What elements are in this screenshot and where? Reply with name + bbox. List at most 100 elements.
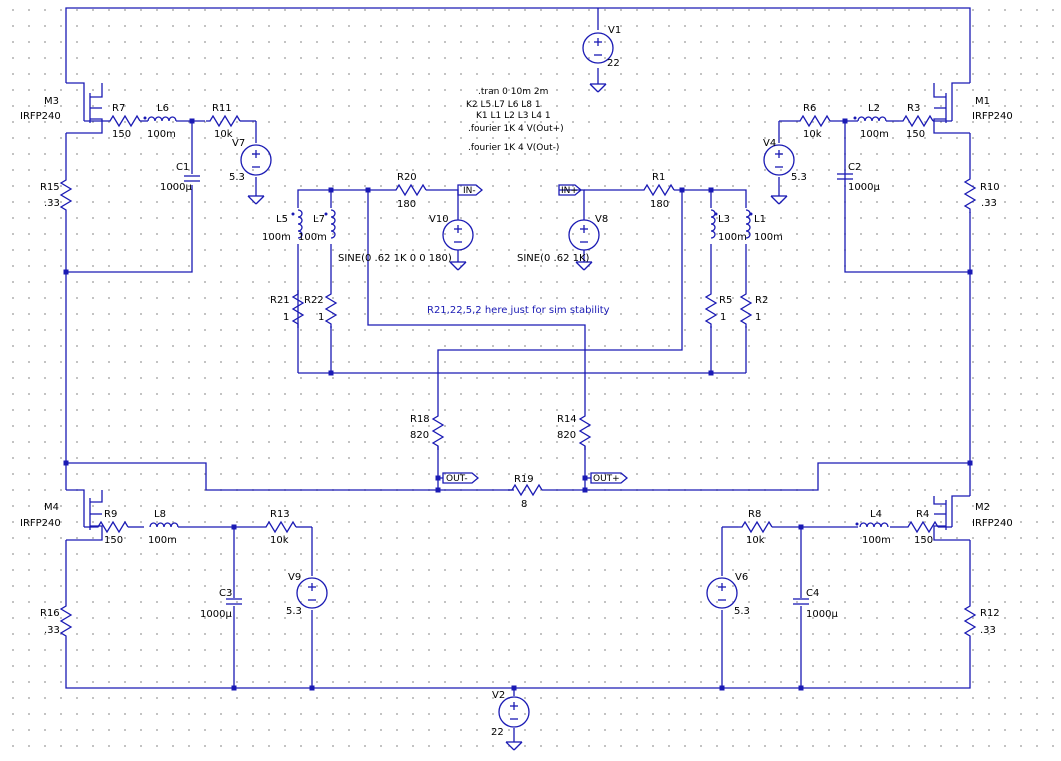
svg-text:820: 820 [557, 430, 576, 441]
V8-name: V8 [595, 214, 608, 225]
M2-name: M2 [975, 502, 990, 513]
V6[interactable]: V6 5.3 [706, 572, 750, 617]
svg-text:R18: R18 [410, 414, 430, 425]
M4[interactable]: M4 IRFP240 [20, 489, 103, 541]
svg-text:R13: R13 [270, 509, 290, 520]
svg-text:820: 820 [410, 430, 429, 441]
svg-text:L3: L3 [718, 214, 730, 225]
R16[interactable]: R16.33 [40, 601, 72, 641]
V7[interactable]: V7 5.3 [229, 138, 272, 183]
svg-text:R6: R6 [803, 103, 816, 114]
V1-value: 22 [607, 58, 620, 69]
V2-value: 22 [491, 727, 504, 738]
svg-text:C3: C3 [219, 588, 232, 599]
C4[interactable]: C4 1000µ [792, 588, 838, 620]
V9[interactable]: V9 5.3 [286, 572, 328, 617]
V1-name: V1 [608, 25, 621, 36]
svg-text:.33: .33 [44, 625, 60, 636]
M1-value: IRFP240 [972, 111, 1013, 122]
svg-text:10k: 10k [803, 129, 822, 140]
M2[interactable]: M2 IRFP240 [933, 495, 1013, 541]
svg-text:L8: L8 [154, 509, 166, 520]
directive-k1: K1 L1 L2 L3 L4 1 [476, 111, 551, 121]
V9-name: V9 [288, 572, 301, 583]
svg-text:150: 150 [906, 129, 925, 140]
V2[interactable]: V2 22 [491, 690, 530, 738]
svg-text:100m: 100m [298, 232, 327, 243]
directive-k2: K2 L5 L7 L6 L8 1 [466, 100, 541, 110]
M4-value: IRFP240 [20, 518, 61, 529]
spice-directives[interactable]: .tran 0 10m 2m K2 L5 L7 L6 L8 1 K1 L1 L2… [466, 87, 564, 153]
R2[interactable]: R21 [740, 289, 768, 329]
directive-fourier-out-minus: .fourier 1K 4 V(Out-) [468, 143, 559, 153]
R15[interactable]: R15.33 [40, 175, 72, 215]
svg-text:100m: 100m [754, 232, 783, 243]
directive-tran: .tran 0 10m 2m [478, 87, 548, 97]
R12[interactable]: R12.33 [964, 601, 1000, 641]
net-flag-in-plus[interactable]: IN+ [558, 184, 583, 196]
svg-text:180: 180 [397, 199, 416, 210]
svg-text:R9: R9 [104, 509, 117, 520]
directive-fourier-out-plus: .fourier 1K 4 V(Out+) [468, 124, 564, 134]
M2-value: IRFP240 [972, 518, 1013, 529]
svg-text:C4: C4 [806, 588, 819, 599]
M1-name: M1 [975, 96, 990, 107]
svg-text:R12: R12 [980, 608, 1000, 619]
svg-text:100m: 100m [148, 535, 177, 546]
V7-value: 5.3 [229, 172, 245, 183]
V8[interactable]: V8 SINE(0 .62 1K) [517, 214, 608, 264]
junctions [63, 118, 973, 691]
V1[interactable]: V1 22 [582, 25, 621, 69]
V10[interactable]: V10 SINE(0 .62 1K 0 0 180) [338, 214, 474, 264]
M4-name: M4 [44, 502, 59, 513]
svg-text:R7: R7 [112, 103, 125, 114]
svg-text:1000µ: 1000µ [806, 609, 838, 620]
net-flag-out-plus[interactable]: OUT+ [585, 472, 629, 484]
svg-text:L2: L2 [868, 103, 880, 114]
net-flag-out-minus[interactable]: OUT- [438, 472, 480, 484]
V6-name: V6 [735, 572, 748, 583]
svg-text:IN-: IN- [463, 186, 476, 196]
V9-value: 5.3 [286, 606, 302, 617]
V2-name: V2 [492, 690, 505, 701]
R10[interactable]: R10.33 [964, 174, 1000, 214]
M3[interactable]: M3 IRFP240 [20, 82, 103, 134]
wire-bottom-rail [65, 640, 971, 689]
L8[interactable]: L8 100m [148, 509, 179, 546]
stability-note[interactable]: R21,22,5,2 here just for sim stability [427, 305, 610, 316]
M1[interactable]: M1 IRFP240 [933, 82, 1013, 134]
svg-text:1: 1 [755, 312, 761, 323]
net-flag-in-minus[interactable]: IN- [457, 184, 484, 196]
svg-text:R11: R11 [212, 103, 232, 114]
svg-text:R8: R8 [748, 509, 761, 520]
V4[interactable]: V4 5.3 [763, 138, 807, 183]
R5[interactable]: R51 [705, 289, 732, 329]
R6[interactable]: R6 10k [795, 103, 831, 140]
